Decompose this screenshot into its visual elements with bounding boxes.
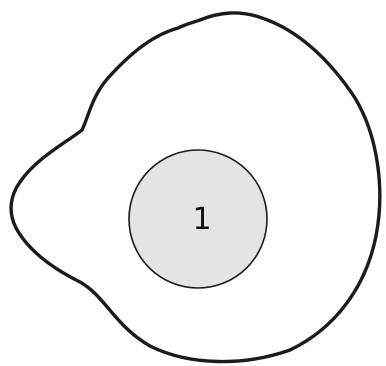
inner-circle-label: 1 — [192, 202, 211, 237]
